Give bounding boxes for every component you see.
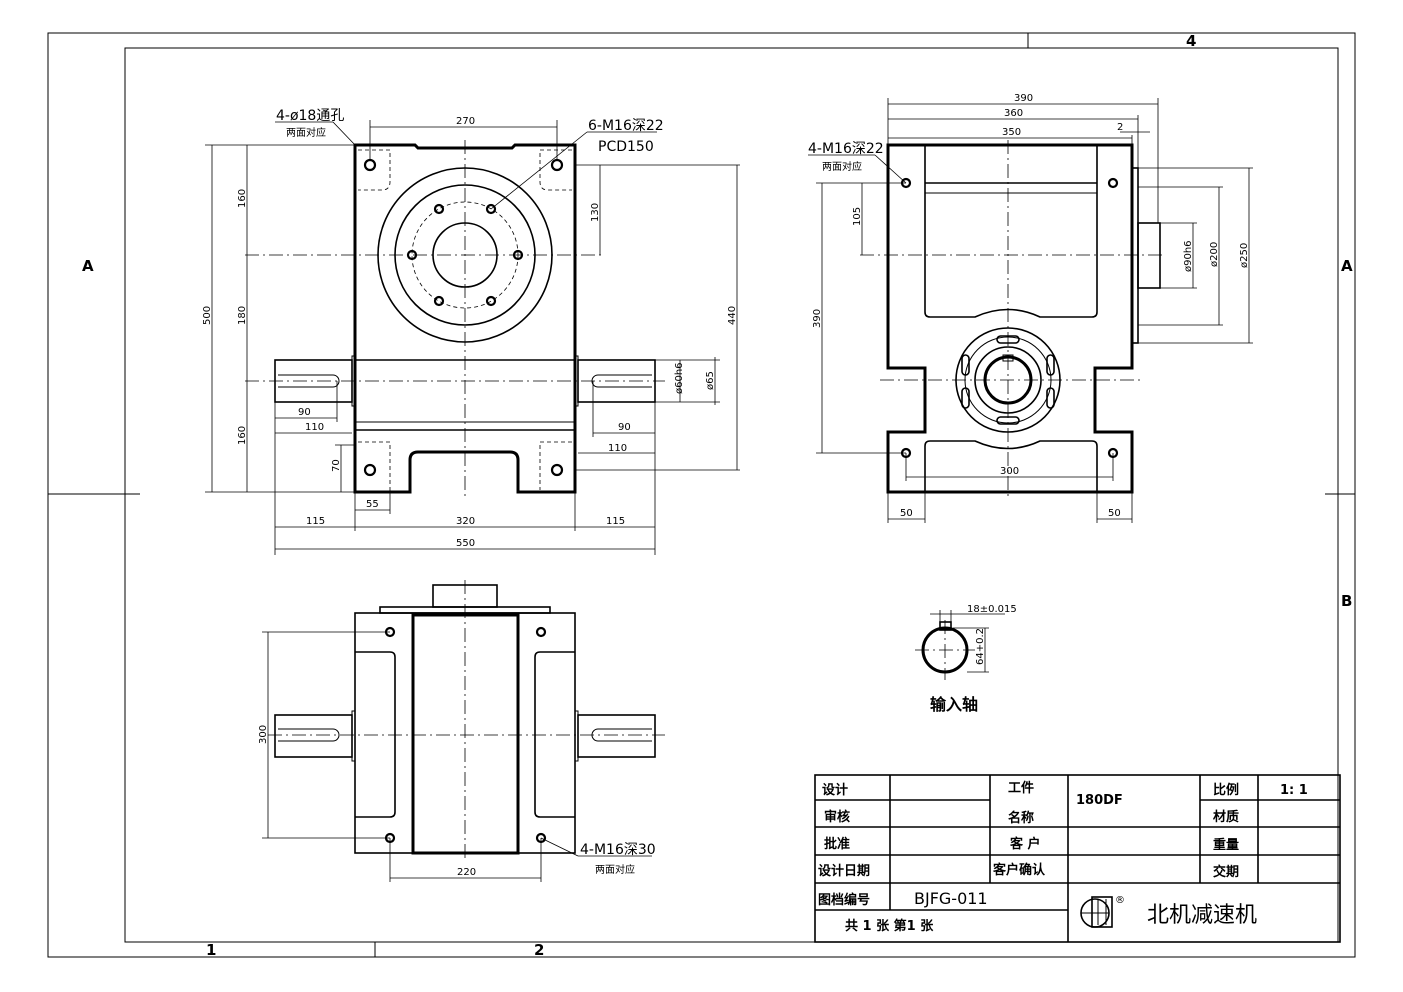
dim-label: 50 <box>900 508 913 519</box>
dimensions: 390 360 350 2 105 390 ø90h6 ø200 ø250 30… <box>812 93 1253 523</box>
dim-label: 320 <box>456 516 475 527</box>
dim-label: 300 <box>258 725 269 744</box>
label-weight: 重量 <box>1213 837 1239 853</box>
leader-label: PCD150 <box>598 139 654 155</box>
zone-label: 2 <box>534 941 544 959</box>
leader-sublabel: 两面对应 <box>822 160 862 173</box>
side-view: 390 360 350 2 105 390 ø90h6 ø200 ø250 30… <box>808 93 1253 523</box>
dim-label: 160 <box>237 426 248 445</box>
scale-value: 1: 1 <box>1280 783 1308 798</box>
sheet-count: 共 1 张 第1 张 <box>845 918 934 934</box>
label-review: 审核 <box>824 809 850 825</box>
dim-label: 160 <box>237 189 248 208</box>
dim-label: 90 <box>298 407 311 418</box>
zone-label: 4 <box>1186 32 1196 50</box>
label-scale: 比例 <box>1213 782 1239 798</box>
drawing-number: BJFG-011 <box>914 889 988 908</box>
zone-label: 1 <box>206 941 216 959</box>
label-delivery: 交期 <box>1213 864 1239 880</box>
label-customer: 客 户 <box>1010 836 1041 852</box>
label-part: 工件 <box>1008 780 1034 796</box>
dim-label: 70 <box>331 459 342 472</box>
front-view: 270 500 160 180 160 130 440 ø60h6 ø65 90… <box>202 108 740 555</box>
dim-label: ø250 <box>1239 243 1250 268</box>
dim-label: 18±0.015 <box>967 604 1017 615</box>
label-design: 设计 <box>822 782 848 798</box>
leader-label: 4-ø18通孔 <box>276 108 344 124</box>
label-name: 名称 <box>1008 810 1034 826</box>
dim-label: 64+0.2 <box>975 628 986 665</box>
zone-label: A <box>1341 257 1353 275</box>
dim-label: 390 <box>812 309 823 328</box>
dim-label: 550 <box>456 538 475 549</box>
company-logo: ® <box>1080 895 1125 928</box>
company-name: 北机减速机 <box>1147 903 1257 928</box>
mounting-holes <box>363 158 564 477</box>
dim-label: 90 <box>618 422 631 433</box>
dim-label: ø90h6 <box>1183 240 1194 272</box>
part-name-value: 180DF <box>1076 793 1123 808</box>
dim-label: 360 <box>1004 108 1023 119</box>
zone-label: B <box>1341 592 1352 610</box>
leader-label: 4-M16深30 <box>580 842 656 858</box>
dim-label: 55 <box>366 499 379 510</box>
bottom-view: 300 220 4-M16深30 两面对应 <box>258 580 665 882</box>
leader-label: 6-M16深22 <box>588 118 664 134</box>
dim-label: ø200 <box>1209 242 1220 267</box>
dim-label: 300 <box>1000 466 1019 477</box>
zone-label: A <box>82 257 94 275</box>
dim-label: 440 <box>727 306 738 325</box>
dim-label: 110 <box>608 443 627 454</box>
leader-sublabel: 两面对应 <box>286 126 326 139</box>
label-drawing-no: 图档编号 <box>818 892 870 908</box>
dim-label: 105 <box>852 207 863 226</box>
dim-label: 350 <box>1002 127 1021 138</box>
label-design-date: 设计日期 <box>818 863 870 879</box>
drawing-frame: 4 A A B 1 2 <box>47 32 1356 959</box>
dim-label: ø60h6 <box>674 362 685 394</box>
input-shaft-section: 18±0.015 64+0.2 输入轴 <box>915 604 1017 714</box>
dim-label: 390 <box>1014 93 1033 104</box>
dim-label: ø65 <box>705 371 716 390</box>
dim-label: 115 <box>606 516 625 527</box>
leader-sublabel: 两面对应 <box>595 863 635 876</box>
dim-label: 220 <box>457 867 476 878</box>
dim-label: 130 <box>590 203 601 222</box>
title-block: 设计 审核 批准 设计日期 工件 名称 客 户 客户确认 180DF 比例 1:… <box>814 774 1341 943</box>
dim-label: 115 <box>306 516 325 527</box>
dim-label: 270 <box>456 116 475 127</box>
label-material: 材质 <box>1213 809 1239 825</box>
dim-label: 2 <box>1117 122 1123 133</box>
dim-label: 180 <box>237 306 248 325</box>
registered-mark: ® <box>1115 895 1125 906</box>
leader-label: 4-M16深22 <box>808 141 884 157</box>
dim-label: 50 <box>1108 508 1121 519</box>
dim-label: 110 <box>305 422 324 433</box>
dimensions: 270 500 160 180 160 130 440 ø60h6 ø65 90… <box>202 116 740 555</box>
label-customer-confirm: 客户确认 <box>993 862 1046 878</box>
section-title: 输入轴 <box>930 695 978 714</box>
dim-label: 500 <box>202 306 213 325</box>
label-approve: 批准 <box>824 836 850 852</box>
